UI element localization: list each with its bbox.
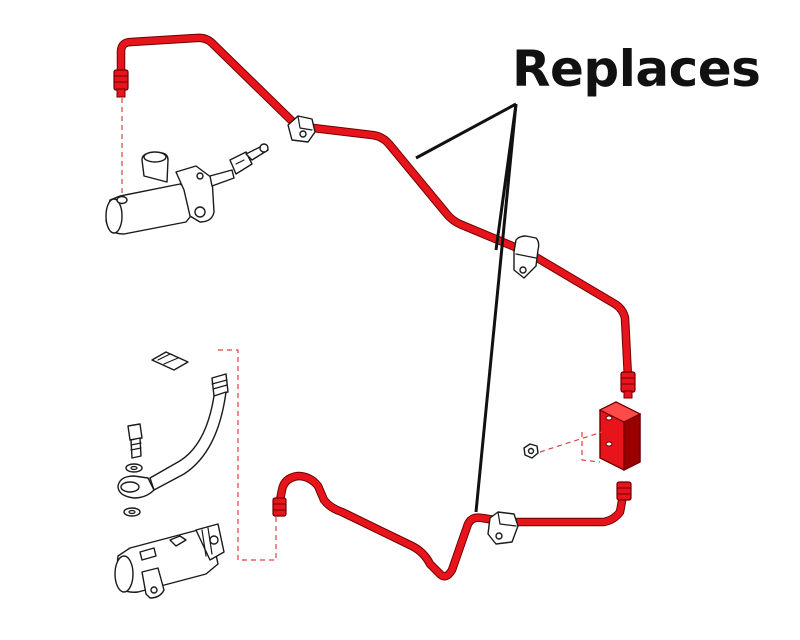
upper-line-clip-2: [513, 235, 540, 279]
upper-line-clip-1: [287, 115, 316, 143]
banjo-bolt-icon: [127, 423, 143, 459]
replaces-label: Replaces: [512, 40, 761, 98]
pointer-upper-line: [415, 102, 517, 160]
pointer-lower-line: [474, 103, 518, 513]
upper-line-top-fitting: [113, 69, 129, 98]
lower-line-clip: [487, 511, 519, 545]
lower-red-clutch-line: [272, 471, 632, 581]
clutch-master-cylinder-icon: [105, 98, 269, 235]
lower-line-left-fitting: [272, 497, 287, 517]
crush-washer-icon: [123, 463, 143, 517]
junction-mount-hardware: [523, 431, 603, 463]
junction-block-icon: [598, 401, 642, 471]
label-pointer-lines: [415, 102, 518, 513]
clutch-slave-cylinder-icon: [114, 523, 225, 599]
upper-line-end-fitting: [620, 371, 636, 399]
lower-line-right-fitting: [616, 481, 632, 501]
clip-plate-icon: [151, 351, 189, 371]
lower-line-tube: [276, 472, 628, 580]
old-flex-hose-icon: [117, 349, 277, 561]
